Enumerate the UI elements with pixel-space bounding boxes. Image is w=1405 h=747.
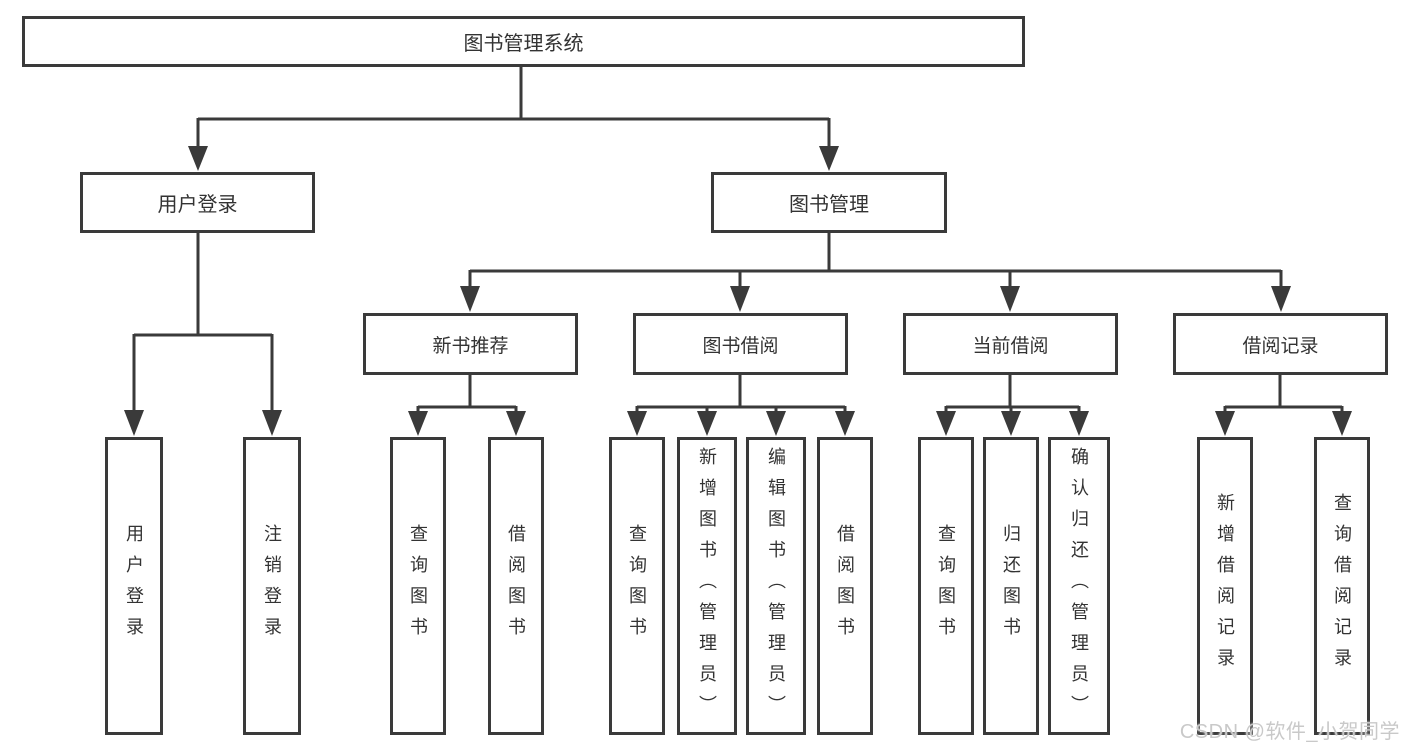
watermark: CSDN @软件_小贺同学 [1179,721,1400,743]
node-label: 借阅图书 [835,524,855,648]
arrow-down-icon [1215,411,1235,436]
node-label: 借阅图书 [506,524,526,648]
node-label: 借阅记录 [1242,335,1319,357]
node-current-borrowing: 当前借阅 [903,313,1118,375]
node-label: 编辑图书（管理员） [766,446,786,726]
leaf-user-login: 用户登录 [105,437,163,735]
node-book-management: 图书管理 [711,172,947,233]
leaf-query-books-borrowing: 查询图书 [609,437,665,735]
node-label: 查询图书 [936,524,956,648]
node-label: 用户登录 [157,194,238,216]
arrow-down-icon [1000,286,1020,312]
node-library-management-system: 图书管理系统 [22,16,1025,67]
node-label: 新增借阅记录 [1215,493,1235,679]
leaf-add-books-admin: 新增图书（管理员） [677,437,737,735]
arrow-down-icon [1001,411,1021,436]
arrow-down-icon [627,411,647,436]
leaf-query-books-recommend: 查询图书 [390,437,446,735]
arrow-down-icon [124,410,144,436]
arrow-down-icon [766,411,786,436]
leaf-edit-books-admin: 编辑图书（管理员） [746,437,806,735]
arrow-down-icon [262,410,282,436]
leaf-add-borrow-record: 新增借阅记录 [1197,437,1253,735]
arrow-down-icon [1271,286,1291,312]
node-label: 新书推荐 [432,335,509,357]
node-book-borrowing: 图书借阅 [633,313,848,375]
arrow-down-icon [697,411,717,436]
node-label: 查询图书 [408,524,428,648]
leaf-borrow-books-recommend: 借阅图书 [488,437,544,735]
node-label: 图书借阅 [702,335,779,357]
node-label: 注销登录 [262,524,282,648]
node-label: 用户登录 [124,524,144,648]
node-label: 图书管理 [789,194,869,216]
arrow-down-icon [819,146,839,171]
leaf-query-borrow-record: 查询借阅记录 [1314,437,1370,735]
arrow-down-icon [835,411,855,436]
node-user-login: 用户登录 [80,172,315,233]
node-new-book-recommendation: 新书推荐 [363,313,578,375]
node-borrowing-records: 借阅记录 [1173,313,1388,375]
arrow-down-icon [506,411,526,436]
arrow-down-icon [936,411,956,436]
node-label: 确认归还（管理员） [1069,446,1089,726]
leaf-return-books: 归还图书 [983,437,1039,735]
leaf-confirm-return-admin: 确认归还（管理员） [1048,437,1110,735]
leaf-borrow-books-borrowing: 借阅图书 [817,437,873,735]
leaf-query-books-current: 查询图书 [918,437,974,735]
node-label: 图书管理系统 [463,33,584,55]
node-label: 当前借阅 [972,335,1049,357]
leaf-logout: 注销登录 [243,437,301,735]
arrow-down-icon [1069,411,1089,436]
arrow-down-icon [408,411,428,436]
node-label: 归还图书 [1001,524,1021,648]
arrow-down-icon [460,286,480,312]
arrow-down-icon [730,286,750,312]
node-label: 新增图书（管理员） [697,446,717,726]
node-label: 查询借阅记录 [1332,493,1352,679]
arrow-down-icon [1332,411,1352,436]
node-label: 查询图书 [627,524,647,648]
arrow-down-icon [188,146,208,171]
